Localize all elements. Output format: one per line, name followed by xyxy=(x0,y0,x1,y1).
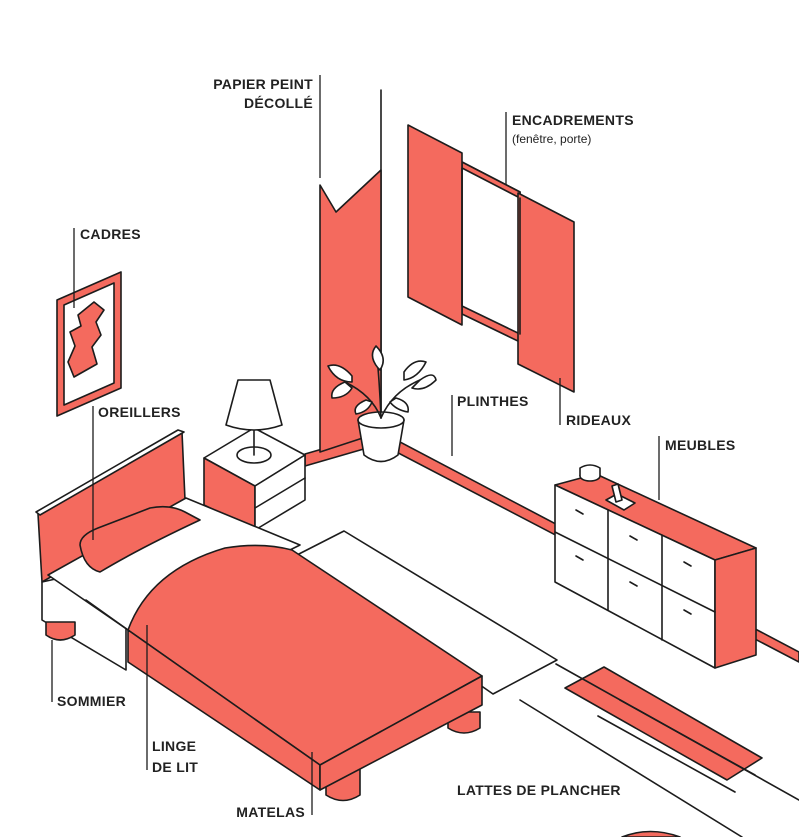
label-rideaux: RIDEAUX xyxy=(566,412,631,428)
lamp-shade xyxy=(225,379,283,431)
dresser-knobs xyxy=(575,509,692,615)
curtain-right xyxy=(517,192,575,393)
bed-leg xyxy=(45,621,76,641)
blanket xyxy=(127,544,483,766)
pillow xyxy=(79,505,201,573)
label-plinthes: PLINTHES xyxy=(457,393,529,409)
label-cadres: CADRES xyxy=(80,226,141,242)
label-oreillers: OREILLERS xyxy=(98,404,181,420)
floor-boards xyxy=(519,663,799,837)
labels: PAPIER PEINT DÉCOLLÉ ENCADREMENTS (fenêt… xyxy=(57,76,736,820)
label-meubles: MEUBLES xyxy=(665,437,736,453)
curtain-left xyxy=(407,124,463,326)
cropped-shape xyxy=(621,830,681,837)
label-matelas: MATELAS xyxy=(236,804,305,820)
label-sommier: SOMMIER xyxy=(57,693,126,709)
label-papier-peint-line2: DÉCOLLÉ xyxy=(244,95,313,111)
label-linge-line2: DE LIT xyxy=(152,759,198,775)
window xyxy=(407,124,575,393)
label-lattes: LATTES DE PLANCHER xyxy=(457,782,621,798)
leader-lines xyxy=(51,75,660,815)
dresser xyxy=(554,464,757,669)
label-papier-peint-line1: PAPIER PEINT xyxy=(213,76,313,92)
label-linge-line1: LINGE xyxy=(152,738,196,754)
picture-frame xyxy=(56,271,122,417)
nightstand xyxy=(203,379,306,531)
label-encadrements-sub: (fenêtre, porte) xyxy=(512,132,591,146)
plant-pot xyxy=(357,419,405,463)
label-encadrements: ENCADREMENTS xyxy=(512,112,634,128)
plant xyxy=(327,345,437,463)
bed xyxy=(35,429,483,802)
peeling-wallpaper xyxy=(319,169,382,453)
